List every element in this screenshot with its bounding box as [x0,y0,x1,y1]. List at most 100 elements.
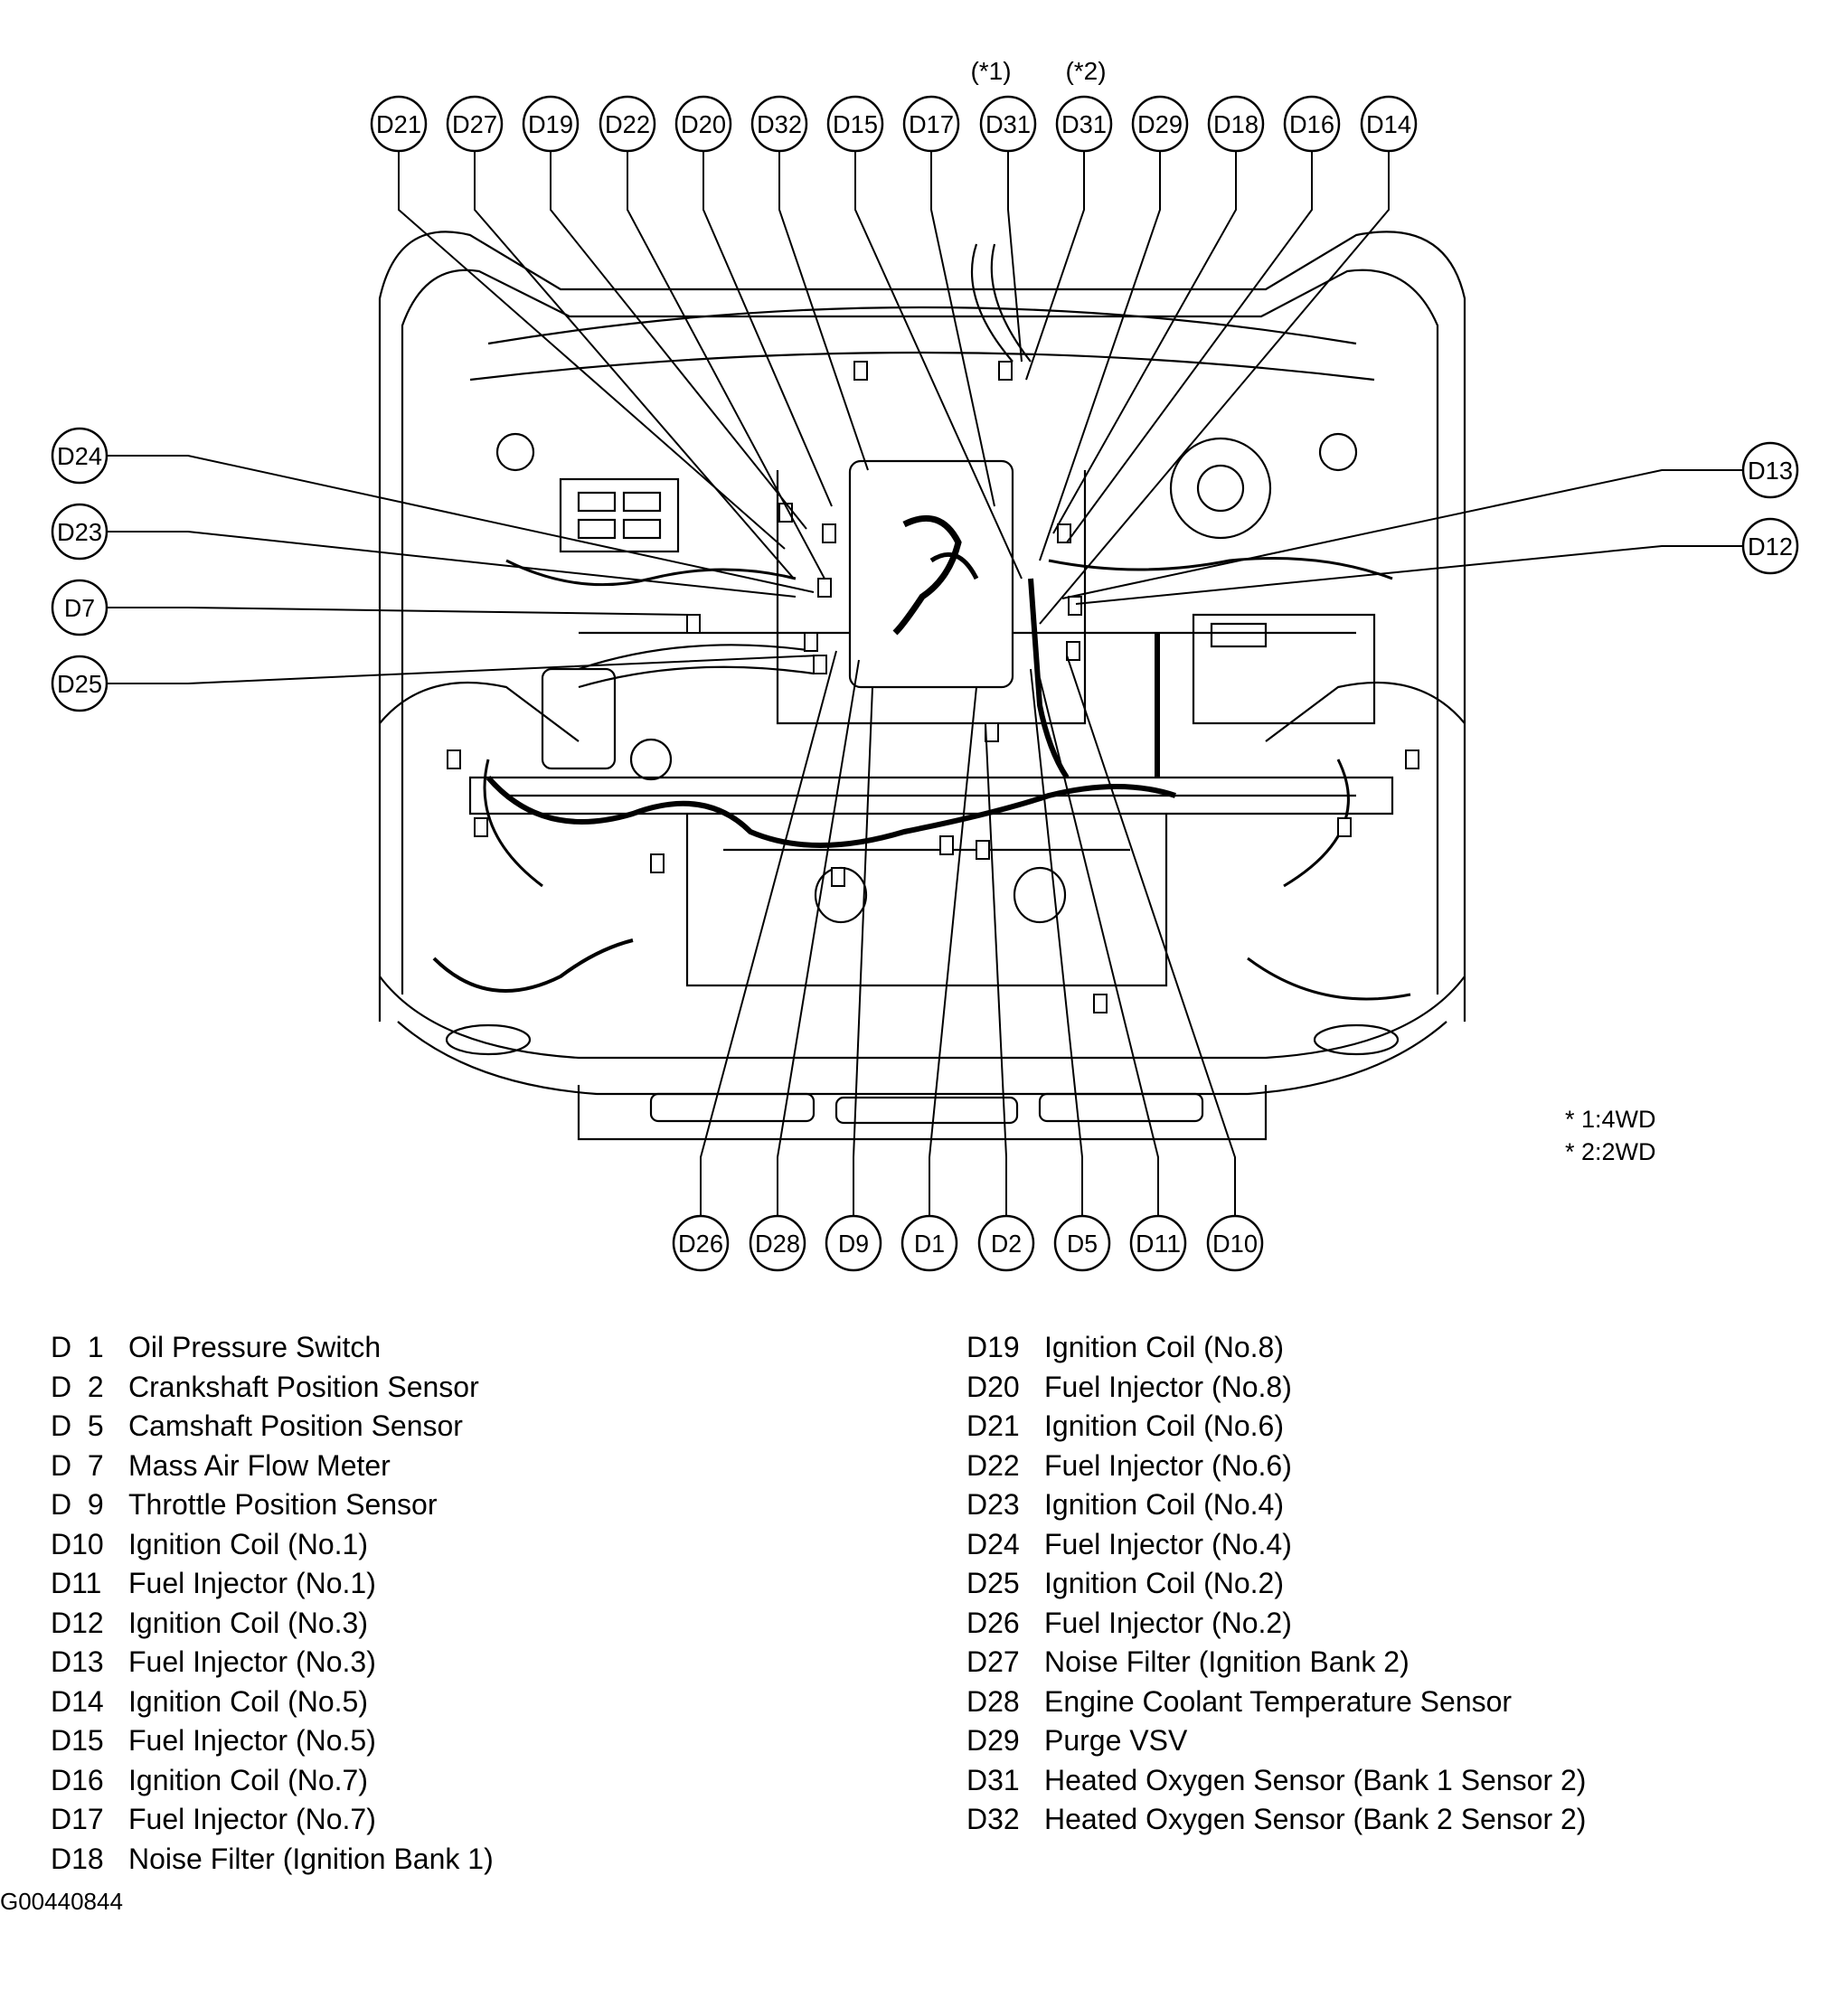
legend-label: Ignition Coil (No.2) [1044,1567,1284,1599]
legend-row: D10 Ignition Coil (No.1) [51,1525,494,1565]
callout-label: D25 [57,670,102,698]
legend-code: D32 [966,1803,1020,1835]
callout-d28: D28 [749,1214,806,1272]
leader-line-d22 [627,151,825,580]
leader-line-d31 [1007,151,1023,363]
callout-label: D13 [1748,457,1793,485]
legend-code: D15 [51,1724,104,1757]
legend-label: Heated Oxygen Sensor (Bank 2 Sensor 2) [1044,1803,1587,1835]
legend-code: D 5 [51,1409,104,1442]
legend-label: Fuel Injector (No.4) [1044,1527,1292,1560]
leader-line-d1 [929,686,977,1216]
callout-circle [51,579,108,636]
legend-code: D24 [966,1527,1020,1560]
callout-label: D21 [376,110,421,138]
legend-label: Throttle Position Sensor [128,1488,438,1521]
leader-line-d25 [107,655,819,684]
legend-row: D28 Engine Coolant Temperature Sensor [966,1683,1586,1722]
callout-label: D28 [755,1230,800,1258]
legend-code: D26 [966,1606,1020,1639]
leader-line-d21 [398,151,786,550]
legend-row: D26 Fuel Injector (No.2) [966,1604,1586,1644]
leader-line-d27 [474,151,795,580]
footnote-2wd: * 2:2WD [1565,1138,1656,1165]
callout-circle [977,1214,1035,1272]
leader-line-d7 [107,607,690,616]
legend-code: D23 [966,1488,1020,1521]
leader-line-d19 [550,151,807,530]
callout-label: D23 [57,518,102,546]
callout-label: D17 [909,110,954,138]
callout-d25: D25 [51,655,108,712]
leader-line-d2 [985,722,1007,1216]
leader-line-d13 [1061,469,1743,599]
footnote-4wd: * 1:4WD [1565,1106,1656,1133]
callout-circle [902,95,960,153]
callout-d18: D18 [1207,95,1265,153]
legend-code: D10 [51,1527,104,1560]
callout-label: D12 [1748,533,1793,561]
legend-label: Oil Pressure Switch [128,1331,382,1363]
leader-line-d17 [930,151,995,507]
legend-label: Engine Coolant Temperature Sensor [1044,1684,1513,1718]
legend-label: Crankshaft Position Sensor [128,1370,479,1403]
legend-code: D13 [51,1645,104,1678]
legend-code: D18 [51,1842,104,1875]
leader-line-d10 [1066,655,1236,1216]
leader-line-d23 [107,531,797,598]
callout-label: D29 [1137,110,1183,138]
callout-d14: D14 [1360,95,1418,153]
callout-d32: D32 [750,95,808,153]
leader-line-d29 [1039,151,1161,561]
callout-circle [750,95,808,153]
legend-code: D 7 [51,1448,104,1482]
callout-label: D26 [678,1230,723,1258]
legend-label: Fuel Injector (No.1) [128,1567,376,1599]
callout-circle [672,1214,730,1272]
leader-line-d18 [1052,151,1237,534]
leader-line-d20 [702,151,833,507]
callout-d31: D31 [979,95,1037,153]
callout-label: D24 [57,442,102,470]
callout-label: D31 [985,110,1031,138]
callout-circle [1206,1214,1264,1272]
callout-label: D15 [833,110,878,138]
leader-line-d24 [107,455,815,593]
callout-circle [599,95,656,153]
legend-label: Fuel Injector (No.2) [1044,1606,1292,1639]
callout-d12: D12 [1741,517,1799,575]
legend-code: D16 [51,1763,104,1796]
callout-d5: D5 [1053,1214,1111,1272]
legend-code: D28 [966,1684,1020,1718]
callout-label: D5 [1067,1230,1098,1258]
callout-circle [51,427,108,485]
callout-circle [1360,95,1418,153]
legend-label: Fuel Injector (No.6) [1044,1448,1292,1482]
callout-d29: D29 [1131,95,1189,153]
leader-line-d28 [777,659,860,1216]
legend-label: Ignition Coil (No.1) [128,1527,368,1560]
callout-label: D22 [605,110,650,138]
callout-d9: D9 [825,1214,882,1272]
callout-label: D7 [64,594,95,622]
leader-line-d5 [1030,668,1083,1216]
leader-line-d15 [854,151,1023,580]
callout-circle [749,1214,806,1272]
callout-circle [979,95,1037,153]
legend-label: Fuel Injector (No.3) [128,1645,376,1678]
callout-circle [370,95,428,153]
legend-code: D25 [966,1567,1020,1599]
callout-circle [900,1214,958,1272]
callout-label: D18 [1213,110,1259,138]
callout-d26: D26 [672,1214,730,1272]
legend-label: Camshaft Position Sensor [128,1409,463,1442]
